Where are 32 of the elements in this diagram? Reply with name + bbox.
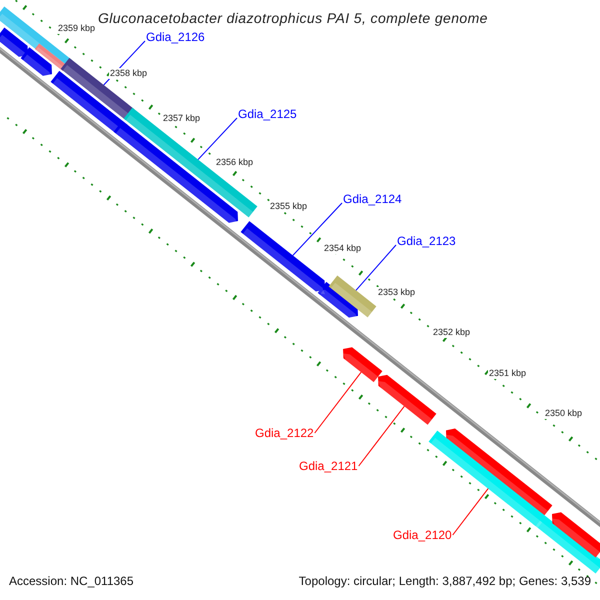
gene-label: Gdia_2124 (343, 193, 402, 205)
gene-block (428, 430, 544, 528)
scale-label: 2350 kbp (544, 408, 584, 419)
gene-block (378, 374, 436, 426)
leader-line (452, 488, 489, 536)
leader-line (356, 244, 396, 291)
leader-line (314, 372, 362, 434)
scale-label: 2351 kbp (488, 368, 528, 379)
scale-label: 2354 kbp (323, 243, 362, 254)
gene-block (60, 58, 134, 122)
scale-label: 2352 kbp (432, 327, 472, 338)
gene-block (328, 276, 376, 320)
leader-line (358, 406, 405, 466)
scale-label: 2355 kbp (269, 201, 308, 212)
scale-label: 2358 kbp (109, 68, 148, 79)
gene-label: Gdia_2122 (255, 427, 314, 439)
title: Gluconacetobacter diazotrophicus PAI 5, complete genome (98, 11, 488, 25)
scale-label: 2359 kbp (57, 23, 96, 34)
gene-block (240, 221, 325, 294)
gene-block (342, 347, 382, 384)
gene-label: Gdia_2123 (397, 235, 456, 247)
gene-label: Gdia_2126 (146, 31, 205, 43)
gene-label: Gdia_2125 (238, 108, 297, 120)
gene-label: Gdia_2120 (393, 529, 452, 541)
gene-block (552, 512, 600, 560)
gene-label: Gdia_2121 (299, 460, 358, 472)
scale-label: 2353 kbp (377, 287, 416, 298)
footer-text: Accession: NC_011365 (9, 575, 134, 587)
scale-label: 2357 kbp (162, 113, 202, 124)
scale-label: 2356 kbp (215, 157, 254, 168)
leader-line (198, 118, 238, 160)
leader-line (292, 202, 342, 256)
